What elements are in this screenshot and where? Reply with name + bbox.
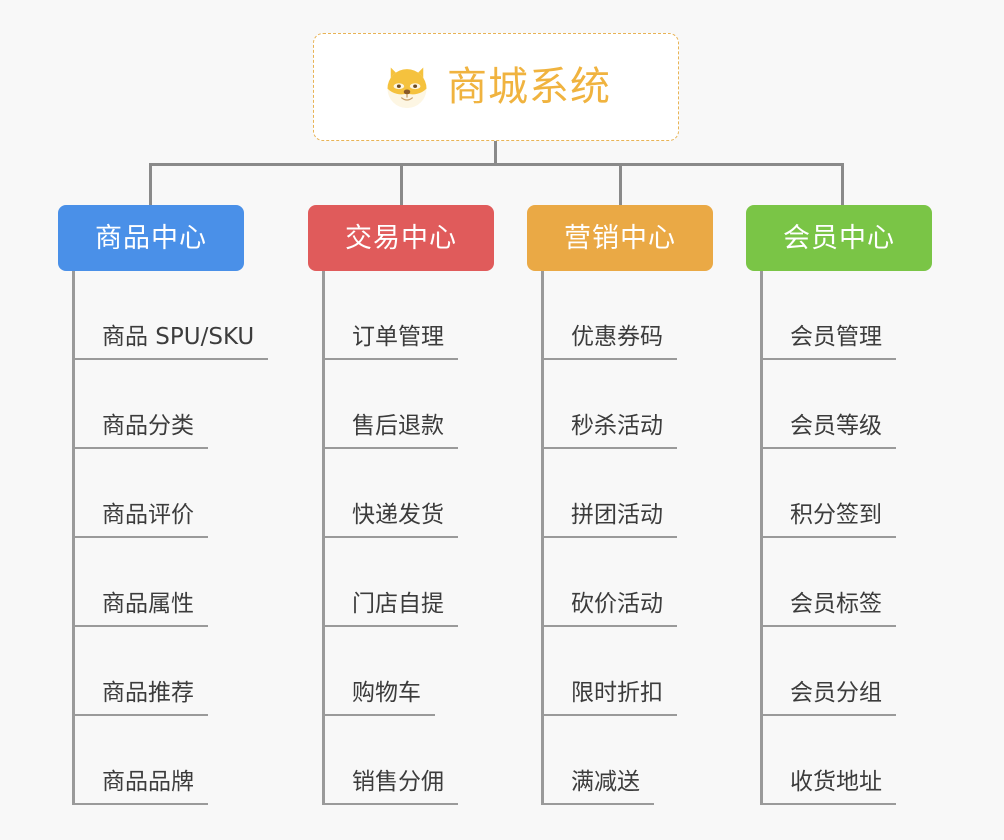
leaf-label: 会员分组 xyxy=(790,679,882,706)
root-title: 商城系统 xyxy=(447,64,611,110)
leaf-label: 商品属性 xyxy=(102,590,194,617)
list-item[interactable]: 售后退款 xyxy=(322,360,582,449)
leaf-label: 积分签到 xyxy=(790,501,882,528)
category-column-交易中心: 交易中心 订单管理 售后退款 快递发货 门店自提 购物车 销售分佣 xyxy=(308,205,494,805)
category-title: 交易中心 xyxy=(345,222,457,254)
list-item[interactable]: 会员等级 xyxy=(760,360,1004,449)
leaf-label: 商品推荐 xyxy=(102,679,194,706)
leaf-list: 商品 SPU/SKU 商品分类 商品评价 商品属性 商品推荐 商品品牌 xyxy=(72,271,332,805)
leaf-label: 砍价活动 xyxy=(571,590,663,617)
category-header-营销中心[interactable]: 营销中心 xyxy=(527,205,713,271)
leaf-label: 会员等级 xyxy=(790,412,882,439)
leaf-label: 秒杀活动 xyxy=(571,412,663,439)
category-title: 营销中心 xyxy=(564,222,676,254)
leaf-label: 购物车 xyxy=(352,679,421,706)
list-item[interactable]: 商品评价 xyxy=(72,449,332,538)
list-item[interactable]: 门店自提 xyxy=(322,538,582,627)
connector-drop-4 xyxy=(841,163,844,205)
list-item[interactable]: 拼团活动 xyxy=(541,449,801,538)
connector-drop-1 xyxy=(149,163,152,205)
list-item[interactable]: 满减送 xyxy=(541,716,801,805)
connector-drop-2 xyxy=(400,163,403,205)
list-item[interactable]: 会员标签 xyxy=(760,538,1004,627)
list-item[interactable]: 订单管理 xyxy=(322,271,582,360)
category-column-会员中心: 会员中心 会员管理 会员等级 积分签到 会员标签 会员分组 收货地址 xyxy=(746,205,932,805)
category-header-商品中心[interactable]: 商品中心 xyxy=(58,205,244,271)
list-item[interactable]: 销售分佣 xyxy=(322,716,582,805)
list-item[interactable]: 商品品牌 xyxy=(72,716,332,805)
leaf-label: 门店自提 xyxy=(352,590,444,617)
leaf-label: 售后退款 xyxy=(352,412,444,439)
list-item[interactable]: 购物车 xyxy=(322,627,582,716)
leaf-label: 收货地址 xyxy=(790,768,882,795)
category-title: 会员中心 xyxy=(783,222,895,254)
connector-horizontal-bus xyxy=(149,163,843,166)
leaf-label: 限时折扣 xyxy=(571,679,663,706)
list-item[interactable]: 快递发货 xyxy=(322,449,582,538)
list-item[interactable]: 积分签到 xyxy=(760,449,1004,538)
category-header-交易中心[interactable]: 交易中心 xyxy=(308,205,494,271)
category-column-营销中心: 营销中心 优惠券码 秒杀活动 拼团活动 砍价活动 限时折扣 满减送 xyxy=(527,205,713,805)
list-item[interactable]: 商品分类 xyxy=(72,360,332,449)
list-item[interactable]: 砍价活动 xyxy=(541,538,801,627)
list-item[interactable]: 会员分组 xyxy=(760,627,1004,716)
leaf-label: 拼团活动 xyxy=(571,501,663,528)
list-item[interactable]: 收货地址 xyxy=(760,716,1004,805)
leaf-label: 商品品牌 xyxy=(102,768,194,795)
list-item[interactable]: 秒杀活动 xyxy=(541,360,801,449)
leaf-label: 订单管理 xyxy=(352,323,444,350)
leaf-label: 优惠券码 xyxy=(571,323,663,350)
list-item[interactable]: 限时折扣 xyxy=(541,627,801,716)
leaf-label: 快递发货 xyxy=(352,501,444,528)
root-node-商城系统[interactable]: 商城系统 xyxy=(313,33,679,141)
list-item[interactable]: 会员管理 xyxy=(760,271,1004,360)
leaf-label: 商品评价 xyxy=(102,501,194,528)
column-spine xyxy=(541,271,544,805)
column-spine xyxy=(322,271,325,805)
leaf-list: 优惠券码 秒杀活动 拼团活动 砍价活动 限时折扣 满减送 xyxy=(541,271,801,805)
column-spine xyxy=(760,271,763,805)
connector-drop-3 xyxy=(619,163,622,205)
leaf-label: 销售分佣 xyxy=(352,768,444,795)
category-column-商品中心: 商品中心 商品 SPU/SKU 商品分类 商品评价 商品属性 商品推荐 商品品牌 xyxy=(58,205,269,805)
list-item[interactable]: 商品属性 xyxy=(72,538,332,627)
column-spine xyxy=(72,271,75,805)
leaf-label: 会员标签 xyxy=(790,590,882,617)
leaf-label: 会员管理 xyxy=(790,323,882,350)
category-title: 商品中心 xyxy=(95,222,207,254)
leaf-label: 商品分类 xyxy=(102,412,194,439)
leaf-list: 订单管理 售后退款 快递发货 门店自提 购物车 销售分佣 xyxy=(322,271,582,805)
leaf-label: 商品 SPU/SKU xyxy=(102,323,255,350)
leaf-list: 会员管理 会员等级 积分签到 会员标签 会员分组 收货地址 xyxy=(760,271,1004,805)
list-item[interactable]: 商品推荐 xyxy=(72,627,332,716)
connector-root-stem xyxy=(494,141,497,166)
leaf-label: 满减送 xyxy=(571,768,640,795)
category-header-会员中心[interactable]: 会员中心 xyxy=(746,205,932,271)
list-item[interactable]: 商品 SPU/SKU xyxy=(72,271,332,360)
list-item[interactable]: 优惠券码 xyxy=(541,271,801,360)
shiba-dog-face-icon xyxy=(387,67,427,109)
